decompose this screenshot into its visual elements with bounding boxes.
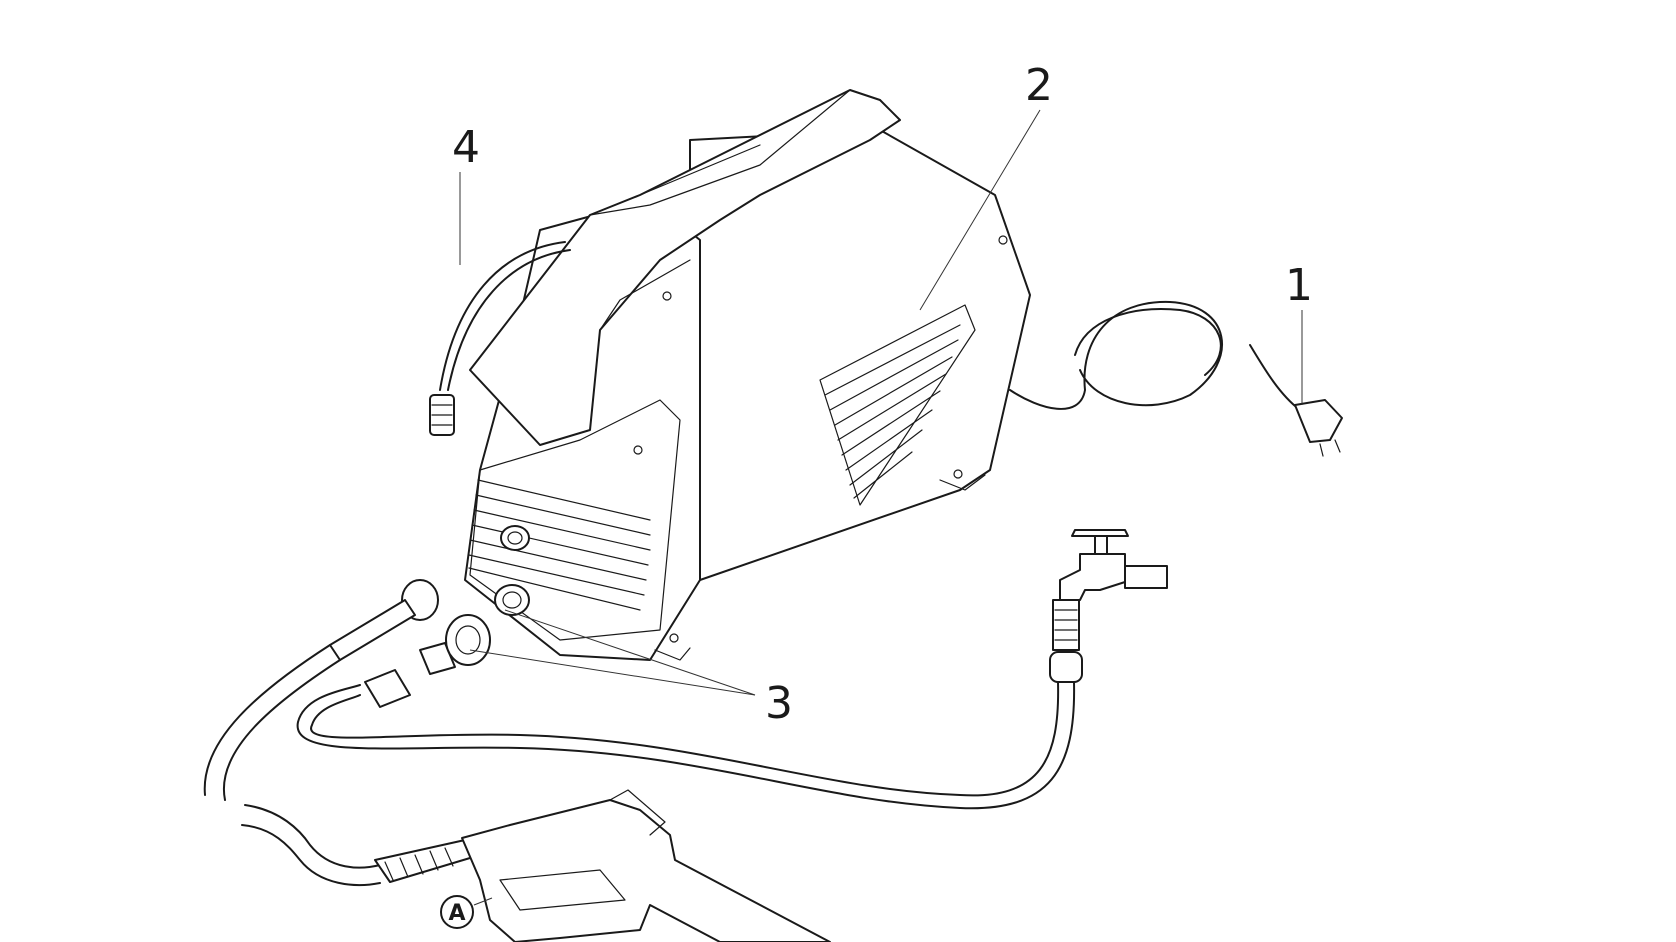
tap-connector <box>1052 599 1080 651</box>
hose-couplings <box>364 614 491 708</box>
side-vent-grille <box>819 304 976 506</box>
high-pressure-hose <box>203 579 439 886</box>
screw <box>669 633 679 643</box>
leader-lines <box>459 109 1303 906</box>
callout-2: 2 <box>1025 60 1053 111</box>
detergent-suction-hose <box>429 241 571 436</box>
plug <box>1294 399 1343 457</box>
front-vent-grille <box>468 479 651 611</box>
callout-4: 4 <box>452 122 480 173</box>
trigger-guard <box>499 869 626 911</box>
water-supply-hose <box>296 599 1083 810</box>
washer-body <box>464 89 1031 661</box>
screw <box>953 469 963 479</box>
water-inlet <box>494 584 530 616</box>
high-pressure-outlet <box>500 525 530 551</box>
leader-3b <box>504 609 756 696</box>
hose-adapter-nut <box>445 614 491 666</box>
callout-3: 3 <box>765 678 793 729</box>
screw <box>662 291 672 301</box>
power-cord <box>1009 300 1343 457</box>
screw <box>998 235 1008 245</box>
callout-a-circle <box>440 895 474 929</box>
trigger-gun <box>374 789 831 942</box>
leader-3 <box>469 649 756 696</box>
water-tap <box>1059 529 1168 601</box>
hose-coupling <box>1049 651 1083 683</box>
callout-labels: 1 2 3 4 A <box>440 60 1313 929</box>
leader-2 <box>919 109 1041 311</box>
callout-1: 1 <box>1285 260 1313 311</box>
tap-spout <box>1124 565 1168 589</box>
leader-a <box>473 897 493 906</box>
tap-handle <box>1071 529 1129 537</box>
screw <box>633 445 643 455</box>
hose-adapter <box>419 642 456 675</box>
front-couplings <box>494 525 530 616</box>
carry-handle <box>469 89 901 446</box>
hose-coupling-female <box>364 669 411 708</box>
callout-a: A <box>448 901 465 926</box>
